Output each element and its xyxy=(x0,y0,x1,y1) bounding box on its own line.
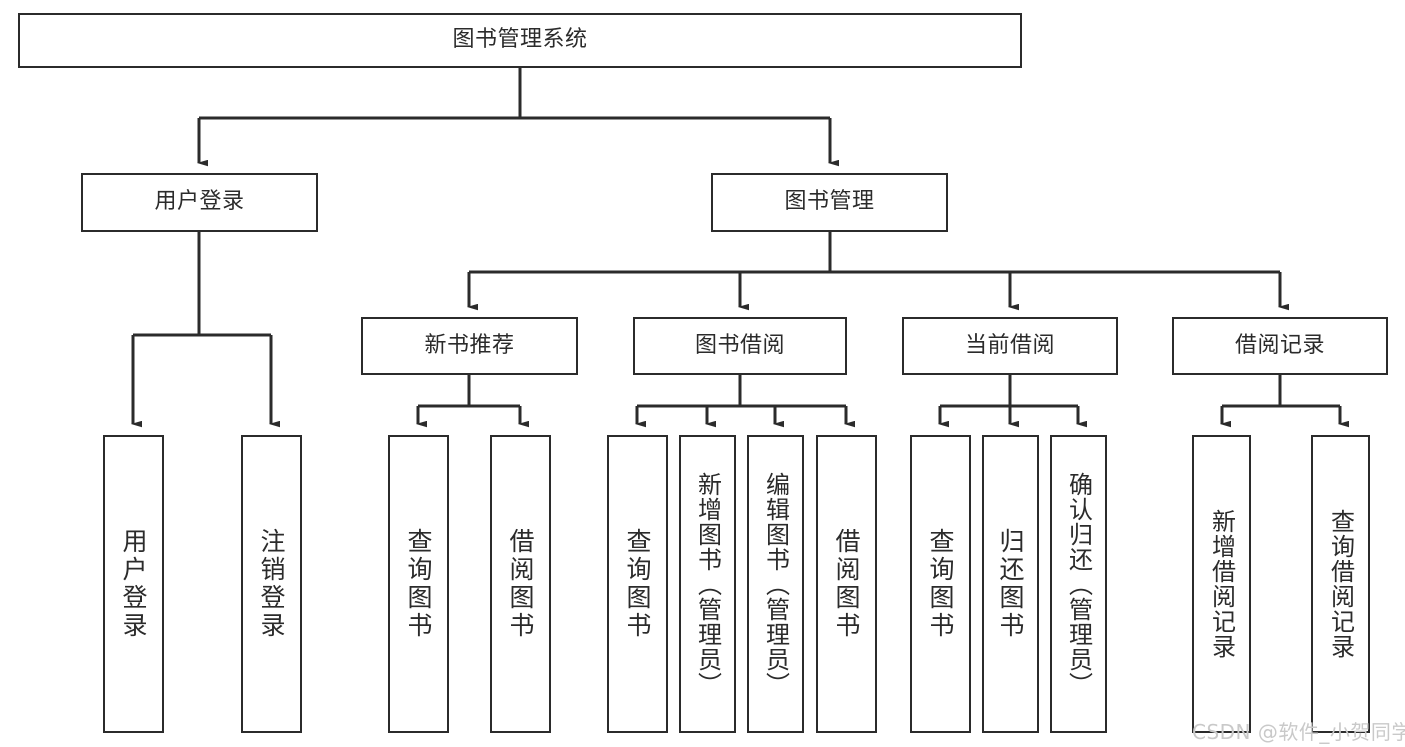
leaf-borrow-edit-book-admin[interactable]: 编辑图书（管理员） xyxy=(747,435,804,733)
node-borrow-record-label: 借阅记录 xyxy=(1234,332,1325,358)
node-new-book-recommend[interactable]: 新书推荐 xyxy=(361,317,578,375)
leaf-user-login-label: 用户登录 xyxy=(119,528,148,640)
node-current-borrow[interactable]: 当前借阅 xyxy=(902,317,1118,375)
leaf-current-query-book[interactable]: 查询图书 xyxy=(910,435,971,733)
leaf-borrow-query-book[interactable]: 查询图书 xyxy=(607,435,668,733)
node-user-login[interactable]: 用户登录 xyxy=(81,173,318,232)
node-book-borrow-label: 图书借阅 xyxy=(694,332,785,358)
node-book-borrow[interactable]: 图书借阅 xyxy=(633,317,847,375)
leaf-recommend-query-book[interactable]: 查询图书 xyxy=(388,435,449,733)
leaf-current-return-book[interactable]: 归还图书 xyxy=(982,435,1039,733)
leaf-borrow-query-book-label: 查询图书 xyxy=(623,528,652,640)
node-root-label: 图书管理系统 xyxy=(452,27,588,53)
leaf-borrow-borrow-book[interactable]: 借阅图书 xyxy=(816,435,877,733)
node-root[interactable]: 图书管理系统 xyxy=(18,13,1022,68)
leaf-record-add-record-label: 新增借阅记录 xyxy=(1207,509,1236,659)
node-new-book-recommend-label: 新书推荐 xyxy=(424,332,515,358)
leaf-current-return-book-label: 归还图书 xyxy=(996,528,1025,640)
leaf-user-logout-label: 注销登录 xyxy=(257,528,286,640)
leaf-recommend-borrow-book[interactable]: 借阅图书 xyxy=(490,435,551,733)
leaf-record-add-record[interactable]: 新增借阅记录 xyxy=(1192,435,1251,733)
leaf-current-confirm-return-admin-label: 确认归还（管理员） xyxy=(1064,471,1093,697)
leaf-recommend-query-book-label: 查询图书 xyxy=(404,528,433,640)
node-book-management[interactable]: 图书管理 xyxy=(711,173,948,232)
node-book-management-label: 图书管理 xyxy=(784,189,875,215)
leaf-borrow-add-book-admin-label: 新增图书（管理员） xyxy=(693,471,722,697)
leaf-borrow-edit-book-admin-label: 编辑图书（管理员） xyxy=(761,471,790,697)
leaf-current-query-book-label: 查询图书 xyxy=(926,528,955,640)
leaf-user-login[interactable]: 用户登录 xyxy=(103,435,164,733)
leaf-user-logout[interactable]: 注销登录 xyxy=(241,435,302,733)
node-borrow-record[interactable]: 借阅记录 xyxy=(1172,317,1388,375)
csdn-watermark: CSDN @软件_小贺同学 xyxy=(1192,720,1405,744)
leaf-record-query-record[interactable]: 查询借阅记录 xyxy=(1311,435,1370,733)
leaf-recommend-borrow-book-label: 借阅图书 xyxy=(506,528,535,640)
leaf-current-confirm-return-admin[interactable]: 确认归还（管理员） xyxy=(1050,435,1107,733)
node-user-login-label: 用户登录 xyxy=(154,189,245,215)
leaf-borrow-add-book-admin[interactable]: 新增图书（管理员） xyxy=(679,435,736,733)
leaf-record-query-record-label: 查询借阅记录 xyxy=(1326,509,1355,659)
node-current-borrow-label: 当前借阅 xyxy=(964,332,1055,358)
leaf-borrow-borrow-book-label: 借阅图书 xyxy=(832,528,861,640)
